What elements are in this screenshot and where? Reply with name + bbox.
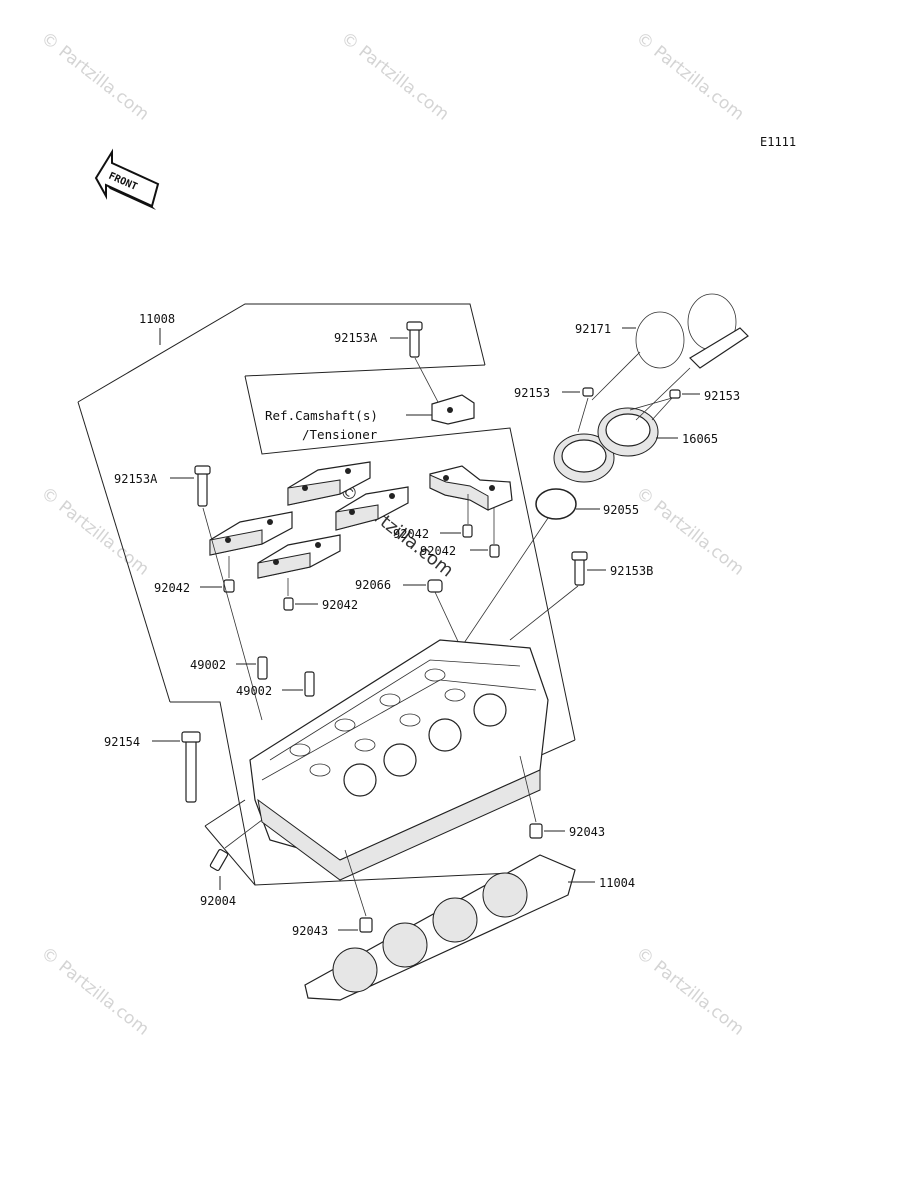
- label-92055: 92055: [603, 503, 639, 517]
- assembly-outline: [77, 303, 576, 886]
- label-92153-left: 92153: [514, 386, 550, 400]
- watermark: © Partzilla.com: [37, 483, 153, 580]
- camshaft-cap: [287, 461, 371, 506]
- gasket-11004: [304, 854, 576, 1001]
- label-11004: 11004: [599, 876, 635, 890]
- label-92154: 92154: [104, 735, 140, 749]
- dowels-92043: [359, 823, 543, 933]
- diagram-code: E1111: [760, 135, 796, 149]
- reference-note-line2: /Tensioner: [302, 427, 378, 442]
- clamp-92171: [635, 293, 749, 369]
- label-92153a-left: 92153A: [114, 472, 158, 486]
- camshaft-cap-group-left: [209, 461, 409, 579]
- label-92171: 92171: [575, 322, 611, 336]
- label-92042-b: 92042: [420, 544, 456, 558]
- label-92066: 92066: [355, 578, 391, 592]
- o-ring-92055: [535, 488, 577, 520]
- label-92042-a: 92042: [393, 527, 429, 541]
- combustion-chambers: [343, 693, 507, 797]
- tensioner-bracket: [431, 394, 475, 425]
- front-arrow-icon: FRONT: [94, 148, 160, 210]
- label-92043-b: 92043: [292, 924, 328, 938]
- label-11008: 11008: [139, 312, 175, 326]
- watermark: © Partzilla.com: [632, 28, 748, 125]
- label-49002-a: 49002: [190, 658, 226, 672]
- watermark: © Partzilla.com: [37, 28, 153, 125]
- label-92004: 92004: [200, 894, 236, 908]
- camshaft-cap-right: [429, 465, 513, 511]
- screws-92153: [582, 387, 681, 399]
- reference-note-line1: Ref.Camshaft(s): [265, 408, 378, 423]
- fitting-92066: [427, 579, 443, 593]
- watermark: © Partzilla.com: [37, 943, 153, 1040]
- cylinder-head: [249, 639, 549, 881]
- dowel-pins-92042: [223, 524, 500, 611]
- label-92042-d: 92042: [322, 598, 358, 612]
- label-92153b: 92153B: [610, 564, 653, 578]
- watermark: © Partzilla.com: [337, 28, 453, 125]
- holder-16065: [553, 407, 659, 483]
- watermark: © Partzilla.com: [632, 943, 748, 1040]
- bolt-92154: [181, 731, 201, 803]
- label-92043-a: 92043: [569, 825, 605, 839]
- bolt-92153a-left: [194, 465, 211, 507]
- label-92042-c: 92042: [154, 581, 190, 595]
- label-49002-b: 49002: [236, 684, 272, 698]
- pins-49002: [257, 656, 315, 697]
- part-labels: 11008 92153A 92171 92153 92153 16065 920…: [104, 312, 740, 938]
- camshaft-cap: [257, 534, 341, 579]
- label-92153a-top: 92153A: [334, 331, 378, 345]
- bolt-92153b: [571, 551, 588, 586]
- camshaft-cap: [209, 511, 293, 556]
- label-16065: 16065: [682, 432, 718, 446]
- cam-journals: [289, 668, 466, 777]
- label-92153-right: 92153: [704, 389, 740, 403]
- bolt-92153a-top: [406, 321, 423, 358]
- stud-92004: [209, 848, 229, 872]
- camshaft-cap: [335, 486, 409, 531]
